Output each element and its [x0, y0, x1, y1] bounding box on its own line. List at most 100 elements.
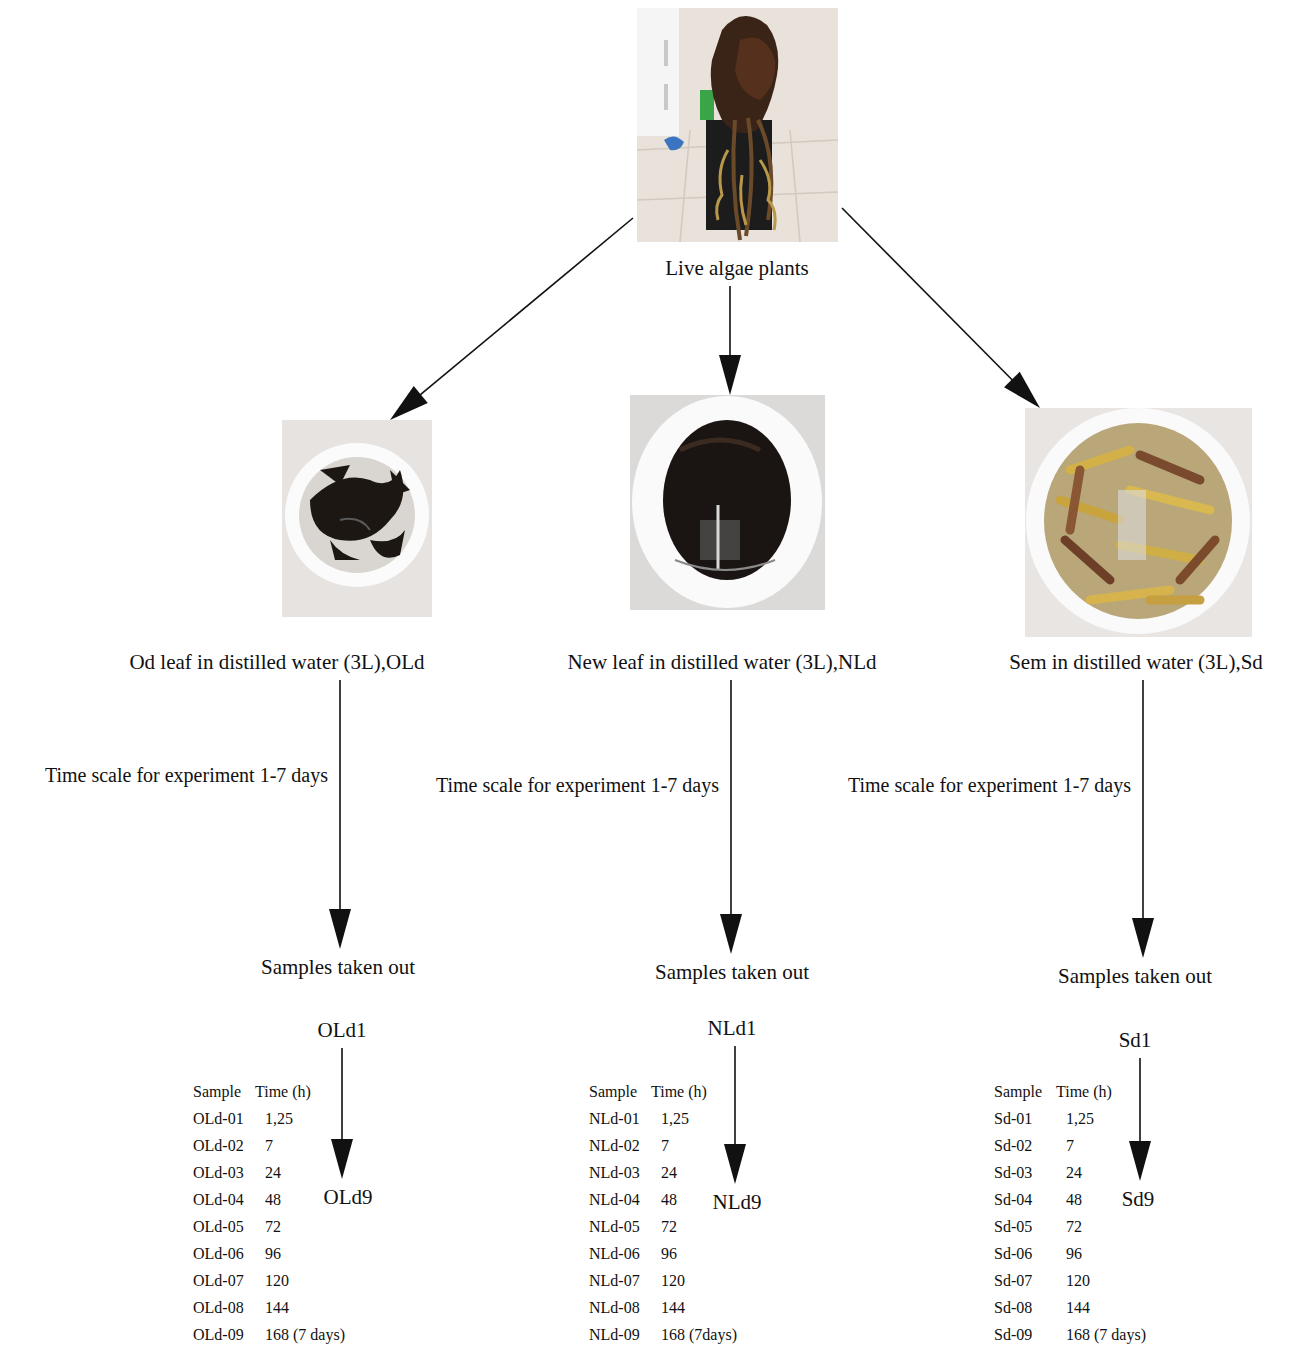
table-cell: NLd-02 [589, 1136, 640, 1156]
arrow-line [339, 680, 341, 911]
arrow-head [720, 914, 742, 954]
table-cell: Sd-08 [994, 1298, 1032, 1318]
photo-node: New leaf in distilled water (3L),NLd [563, 395, 880, 680]
flow-arrow [390, 218, 633, 420]
table-cell: 48 [1066, 1190, 1082, 1210]
arrow-line [341, 1048, 343, 1141]
algae-photo [637, 8, 838, 242]
table-cell: 72 [1066, 1217, 1082, 1237]
text-node: NLd9 [709, 1184, 766, 1220]
table-cell: 1,25 [1066, 1109, 1094, 1129]
edge-label: Time scale for experiment 1-7 days [43, 762, 330, 788]
sample-id: Sd1 [1119, 1026, 1152, 1054]
flow-arrow [1132, 680, 1154, 958]
table-cell: 48 [265, 1190, 281, 1210]
table-cell: OLd-03 [193, 1163, 244, 1183]
table-cell: 24 [661, 1163, 677, 1183]
table-cell: Sd-09 [994, 1325, 1032, 1345]
table-cell: NLd-03 [589, 1163, 640, 1183]
table-cell: 120 [1066, 1271, 1090, 1291]
table-cell: NLd-07 [589, 1271, 640, 1291]
table-cell: 7 [1066, 1136, 1074, 1156]
new-leaf-photo [630, 395, 825, 610]
sample-id: OLd1 [317, 1016, 366, 1044]
node-caption: Sem in distilled water (3L),Sd [1009, 648, 1263, 676]
table-cell: 7 [661, 1136, 669, 1156]
flow-arrow [719, 286, 741, 395]
table-cell: OLd-01 [193, 1109, 244, 1129]
arrow-head [719, 355, 741, 395]
text-node: OLd9 [320, 1179, 377, 1215]
table-cell: NLd-01 [589, 1109, 640, 1129]
table-cell: OLd-05 [193, 1217, 244, 1237]
arrow-line [842, 208, 1013, 381]
table-cell: 96 [265, 1244, 281, 1264]
table-cell: NLd-06 [589, 1244, 640, 1264]
node-caption: Sd9 [1122, 1185, 1155, 1213]
photo-node: Od leaf in distilled water (3L),OLd [125, 420, 436, 680]
table-cell: 144 [661, 1298, 685, 1318]
text-node: Samples taken outSd1 [1054, 958, 1216, 1058]
edge-label: Time scale for experiment 1-7 days [434, 772, 721, 798]
table-cell: OLd-08 [193, 1298, 244, 1318]
table-cell: 7 [265, 1136, 273, 1156]
table-cell: OLd-07 [193, 1271, 244, 1291]
table-cell: Sd-04 [994, 1190, 1032, 1210]
node-caption: Samples taken out [261, 953, 415, 981]
table-cell: 120 [661, 1271, 685, 1291]
arrow-line [1142, 680, 1144, 920]
table-cell: OLd-09 [193, 1325, 244, 1345]
table-cell: Sd-05 [994, 1217, 1032, 1237]
arrow-line [729, 286, 731, 357]
node-caption: Samples taken out [655, 958, 809, 986]
table-cell: 24 [1066, 1163, 1082, 1183]
table-cell: Sd-06 [994, 1244, 1032, 1264]
arrow-head [329, 909, 351, 949]
text-node: Samples taken outOLd1 [257, 949, 419, 1048]
old-leaf-photo [282, 420, 432, 617]
table-cell: Sd-02 [994, 1136, 1032, 1156]
table-cell: 24 [265, 1163, 281, 1183]
arrow-head [724, 1144, 746, 1184]
table-cell: 168 (7 days) [265, 1325, 345, 1345]
arrow-line [1139, 1058, 1141, 1143]
node-caption: OLd9 [324, 1183, 373, 1211]
node-caption: Samples taken out [1058, 962, 1212, 990]
table-cell: 120 [265, 1271, 289, 1291]
arrow-head [331, 1139, 353, 1179]
arrow-head [1132, 918, 1154, 958]
table-cell: 48 [661, 1190, 677, 1210]
table-cell: Sd-03 [994, 1163, 1032, 1183]
flow-arrow [329, 680, 351, 949]
table-cell: OLd-06 [193, 1244, 244, 1264]
table-cell: 1,25 [265, 1109, 293, 1129]
table-cell: NLd-08 [589, 1298, 640, 1318]
arrow-line [734, 1046, 736, 1146]
arrow-line [730, 680, 732, 916]
table-cell: 72 [661, 1217, 677, 1237]
arrow-line [419, 218, 633, 396]
table-cell: 144 [265, 1298, 289, 1318]
flow-arrow [720, 680, 742, 954]
flow-arrow [842, 208, 1040, 408]
table-header: Time (h) [1056, 1082, 1112, 1102]
arrow-head [1129, 1141, 1151, 1181]
node-caption: Od leaf in distilled water (3L),OLd [129, 648, 424, 676]
table-cell: 96 [1066, 1244, 1082, 1264]
node-caption: Live algae plants [665, 254, 808, 282]
edge-label: Time scale for experiment 1-7 days [846, 772, 1133, 798]
node-caption: New leaf in distilled water (3L),NLd [567, 648, 876, 676]
stem-photo [1025, 408, 1252, 637]
table-cell: NLd-05 [589, 1217, 640, 1237]
table-cell: OLd-04 [193, 1190, 244, 1210]
table-cell: 96 [661, 1244, 677, 1264]
sample-id: NLd1 [707, 1014, 756, 1042]
text-node: Sd9 [1118, 1181, 1159, 1217]
text-node: Samples taken outNLd1 [651, 954, 813, 1046]
flow-arrow [724, 1046, 746, 1184]
flow-arrow [331, 1048, 353, 1179]
table-cell: OLd-02 [193, 1136, 244, 1156]
table-header: Time (h) [255, 1082, 311, 1102]
table-cell: 72 [265, 1217, 281, 1237]
